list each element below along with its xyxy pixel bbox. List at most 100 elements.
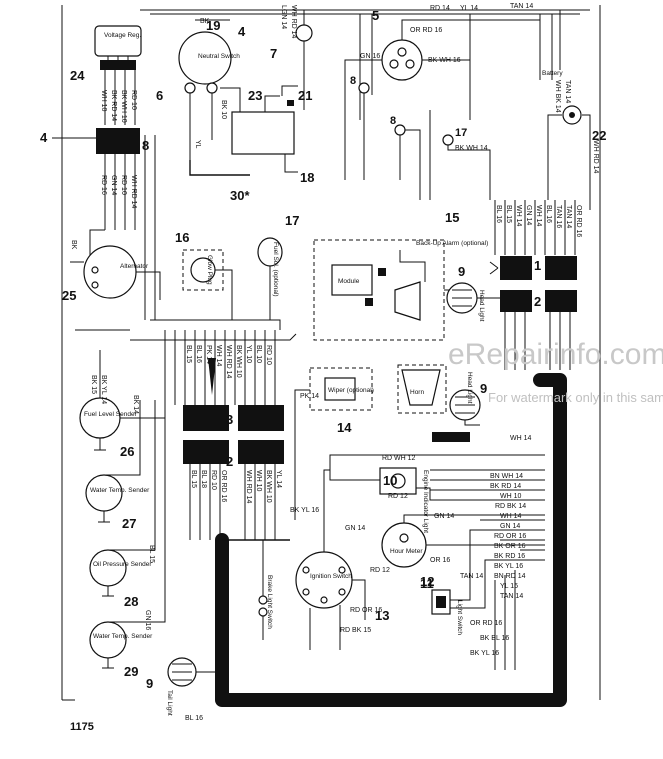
svg-text:GN 16: GN 16 <box>360 53 380 60</box>
svg-text:RD BK 14: RD BK 14 <box>495 503 526 510</box>
fuel-sol-label: Glow Plug <box>206 255 213 285</box>
svg-text:GN 14: GN 14 <box>110 175 117 195</box>
figure-number: 1175 <box>70 721 94 733</box>
svg-text:BL 15: BL 15 <box>148 545 155 563</box>
svg-text:GN 14: GN 14 <box>500 523 520 530</box>
svg-text:RD 10: RD 10 <box>210 470 217 490</box>
ignition-switch-label: Ignition Switch <box>310 573 352 580</box>
starter-label: Neutral Switch <box>198 53 240 60</box>
svg-text:BL 10: BL 10 <box>255 345 262 363</box>
svg-text:WH RD 14: WH RD 14 <box>225 345 232 379</box>
svg-text:BK YL 16: BK YL 16 <box>290 507 319 514</box>
svg-text:BL 16: BL 16 <box>545 205 552 223</box>
svg-text:BK 14: BK 14 <box>132 395 139 414</box>
component-number-9c: 9 <box>146 676 153 691</box>
svg-text:OR RD 16: OR RD 16 <box>470 620 502 627</box>
ignition-switch: Ignition Switch 13 <box>295 469 389 650</box>
svg-text:BK YL 16: BK YL 16 <box>470 650 499 657</box>
svg-text:WH 14: WH 14 <box>510 435 532 442</box>
svg-text:RD 10: RD 10 <box>130 90 137 110</box>
top-wire-bus <box>140 9 590 120</box>
svg-text:YL 14: YL 14 <box>275 470 282 488</box>
svg-text:BL 18: BL 18 <box>200 470 207 488</box>
svg-text:WH 14: WH 14 <box>535 205 542 227</box>
head-light-lower-label: Head Light <box>466 372 473 404</box>
svg-text:WH RD 14: WH RD 14 <box>290 5 297 39</box>
back-up-alarm-label: Back-Up Alarm (optional) <box>416 240 488 247</box>
svg-text:RD 10: RD 10 <box>265 345 272 365</box>
svg-text:WH 10: WH 10 <box>100 90 107 112</box>
connector-2-left <box>500 290 532 312</box>
svg-text:OR RD 16: OR RD 16 <box>575 205 582 237</box>
component-number-25: 25 <box>62 288 76 303</box>
svg-text:TAN 14: TAN 14 <box>565 205 572 228</box>
main-wiring-harness <box>215 373 567 707</box>
svg-text:GN 16: GN 16 <box>144 610 151 630</box>
alternator: Alternator 25 <box>62 245 161 303</box>
connector-2b-left <box>183 440 229 464</box>
svg-text:BL 15: BL 15 <box>185 345 192 363</box>
glow-plug: 17 Fuel Sol. (optional) <box>257 213 299 320</box>
component-number-15: 15 <box>445 210 459 225</box>
svg-text:BL 15: BL 15 <box>190 470 197 488</box>
alternator-light: 17 <box>429 110 491 200</box>
wire-labels-upper: LGN 14 WH RD 14 RD 14 YL 14 TAN 14 BK OR… <box>70 3 599 250</box>
svg-text:PK 14: PK 14 <box>300 393 319 400</box>
svg-text:YL 14: YL 14 <box>460 5 478 12</box>
svg-text:BK YL 14: BK YL 14 <box>100 375 107 404</box>
wiper-label: Wiper (optional) <box>328 387 374 394</box>
brake-light-switch: Brake Light Switch <box>258 540 273 640</box>
starter: Neutral Switch 19 6 <box>156 18 241 160</box>
svg-text:GN 14: GN 14 <box>345 525 365 532</box>
svg-text:BK OR 16: BK OR 16 <box>494 543 526 550</box>
svg-text:WH 14: WH 14 <box>515 205 522 227</box>
svg-text:BK 10: BK 10 <box>220 100 227 119</box>
hour-meter: Hour Meter 11 <box>381 514 545 591</box>
svg-text:BL 16: BL 16 <box>495 205 502 223</box>
svg-text:YL 16: YL 16 <box>500 583 518 590</box>
right-side-wire-fan: BN WH 14 BK RD 14 WH 10 RD BK 14 WH 14 G… <box>90 375 545 722</box>
svg-text:BN WH 14: BN WH 14 <box>490 473 523 480</box>
neutral-switch: 7 <box>270 10 313 110</box>
wire-labels-right-fan: BN WH 14 BK RD 14 WH 10 RD BK 14 WH 14 G… <box>90 375 532 722</box>
light-switch-label: Light Switch <box>456 600 463 635</box>
component-number-16: 17 <box>285 213 299 228</box>
svg-text:BK BL 16: BK BL 16 <box>480 635 509 642</box>
oil-pressure-sender-label: Oil Pressure Sender <box>93 561 152 568</box>
svg-text:TAN 16: TAN 16 <box>555 205 562 228</box>
voltage-reg-label: Voltage Reg. <box>104 32 141 39</box>
svg-text:WH 10: WH 10 <box>255 470 262 492</box>
svg-text:BK WH 10: BK WH 10 <box>120 90 127 123</box>
svg-text:YL: YL <box>194 140 201 149</box>
connector-3-right <box>238 405 284 431</box>
component-number-23: 21 <box>298 88 312 103</box>
watermark-site: eRepairinfo.com <box>448 338 663 371</box>
component-number-13: 13 <box>375 608 389 623</box>
svg-text:BL 15: BL 15 <box>505 205 512 223</box>
connector-1-left <box>500 256 532 280</box>
svg-text:BK: BK <box>70 240 77 250</box>
svg-text:TAN 14: TAN 14 <box>460 573 483 580</box>
svg-text:TAN 14: TAN 14 <box>564 80 571 103</box>
emergency-stop: 22 Battery <box>542 70 606 210</box>
svg-text:RD 12: RD 12 <box>388 493 408 500</box>
oil-pressure-sender: Oil Pressure Sender 28 <box>89 400 156 609</box>
svg-text:RD WH 12: RD WH 12 <box>382 455 416 462</box>
svg-text:OR 16: OR 16 <box>430 557 450 564</box>
svg-text:GN 14: GN 14 <box>525 205 532 225</box>
fuel-solenoid: 16 Glow Plug <box>175 230 233 320</box>
fuse-marker <box>208 358 216 395</box>
component-number-2-lower: 2 <box>226 454 233 469</box>
component-number-4-left: 4 <box>40 130 48 145</box>
light-switch: 12 Light Switch <box>420 529 545 635</box>
svg-text:WH RD 14: WH RD 14 <box>592 140 599 174</box>
component-number-14: 14 <box>337 420 352 435</box>
component-number-17: 16 <box>175 230 189 245</box>
component-number-3: 3 <box>226 412 233 427</box>
horn: Horn <box>397 364 447 414</box>
component-number-9b: 9 <box>480 381 487 396</box>
water-temp-sender: Water Temp. Sender 27 <box>85 400 150 531</box>
water-temp-sender-label: Water Temp. Sender <box>90 487 150 494</box>
head-light-lower: 9 Head Light <box>449 372 487 426</box>
glow-plug-label: Fuel Sol. (optional) <box>272 242 279 297</box>
